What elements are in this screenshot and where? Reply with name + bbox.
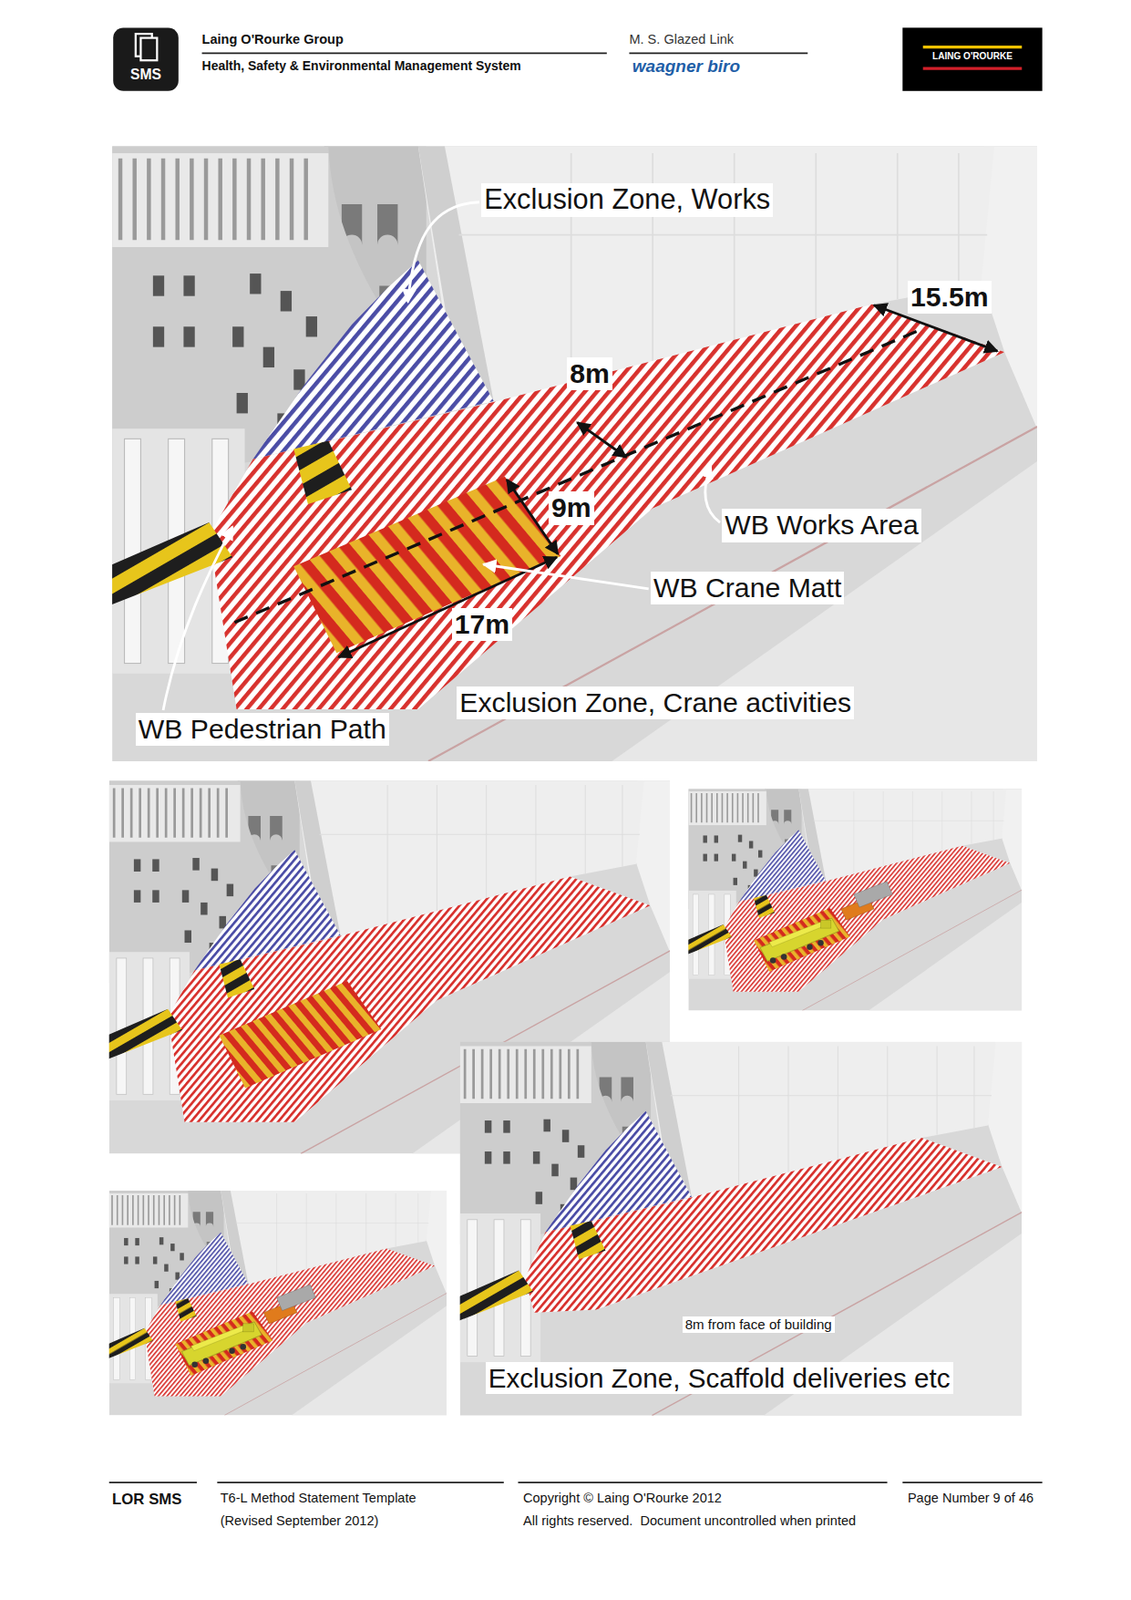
- site-view: [429, 1041, 1023, 1416]
- footer-text: All rights reserved. Document uncontroll…: [523, 1512, 856, 1529]
- zone-label: Exclusion Zone, Scaffold deliveries etc: [485, 1361, 954, 1395]
- dimension-line: [576, 421, 627, 457]
- site-view: [669, 788, 1022, 1010]
- partner-logo: waagner biro: [632, 56, 741, 78]
- site-view: [112, 145, 1038, 761]
- footer-text: (Revised September 2012): [220, 1512, 380, 1529]
- dimension: 9m: [548, 491, 595, 525]
- logo-bar: [923, 45, 1023, 49]
- dimension: 15.5m: [907, 280, 992, 314]
- project-name: M. S. Glazed Link: [628, 31, 734, 48]
- dimension: 17m: [452, 607, 513, 641]
- company-logo: [902, 27, 1042, 91]
- header-title: Laing O'Rourke Group: [202, 31, 344, 48]
- leader-line: [163, 526, 233, 710]
- leader-line: [705, 464, 720, 523]
- centre-line: [234, 329, 923, 623]
- note: 8m from face of building: [682, 1316, 835, 1333]
- path-label: WB Pedestrian Path: [135, 712, 390, 746]
- area-label: WB Works Area: [721, 508, 922, 542]
- footer-text: LOR SMS: [112, 1490, 182, 1509]
- footer-text: T6-L Method Statement Template: [220, 1490, 417, 1506]
- rule: [109, 1480, 1043, 1483]
- rule: [628, 52, 808, 55]
- logo-text: SMS: [113, 66, 179, 84]
- logo-bar: [923, 66, 1023, 70]
- sms-icon: [140, 38, 157, 62]
- logo-text: LAING O'ROURKE: [902, 51, 1042, 62]
- zone-label: Exclusion Zone, Works: [481, 183, 773, 217]
- leader-line: [483, 564, 648, 589]
- rule: [202, 52, 607, 55]
- sms-icon: [113, 27, 179, 91]
- zone-label: Exclusion Zone, Crane activities: [456, 686, 854, 720]
- dimension: 8m: [566, 357, 613, 391]
- footer-text: Copyright © Laing O'Rourke 2012: [523, 1490, 722, 1506]
- footer-text: Page Number 9 of 46: [907, 1490, 1034, 1506]
- leader-line: [408, 202, 480, 303]
- site-view: [90, 1190, 447, 1415]
- dimension-line: [339, 556, 557, 658]
- header-subtitle: Health, Safety & Environmental Managemen…: [202, 58, 522, 74]
- area-label: WB Crane Matt: [650, 571, 844, 605]
